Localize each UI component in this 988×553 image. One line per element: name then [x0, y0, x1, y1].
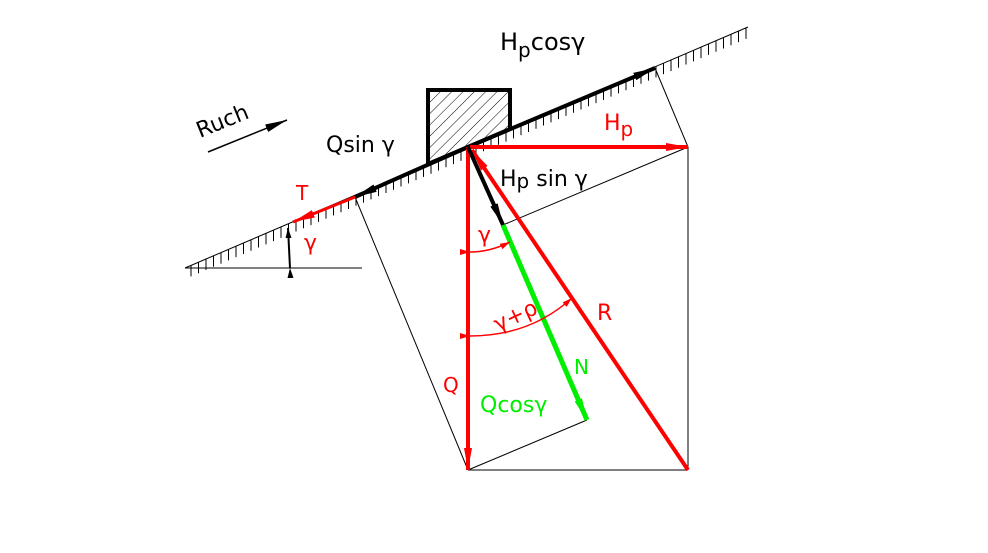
incline-angle-arrow [285, 227, 294, 279]
hp-cos-label: Hpcosγ [500, 28, 585, 62]
q-sin-vector [354, 145, 469, 199]
t-vector [292, 195, 356, 224]
gamma-arc [459, 241, 511, 256]
q-sin-label: Qsin γ [326, 133, 395, 158]
construction-lines [354, 67, 689, 471]
n-label: N [574, 355, 589, 379]
gamma-rho-arc [459, 297, 573, 340]
q-cos-label: Qcosγ [480, 393, 547, 418]
incline-gamma-label: γ [304, 231, 317, 256]
hp-label: Hp [604, 111, 633, 141]
gamma-rho-label: γ+ρ [490, 296, 542, 338]
hp-cos-vector [467, 66, 656, 149]
hp-sin-vector [466, 146, 505, 226]
hp-sin-label: Hp sin γ [500, 167, 588, 193]
q-label: Q [443, 373, 459, 397]
r-vector [470, 148, 690, 472]
motion-arrow [207, 119, 288, 153]
r-label: R [597, 301, 612, 326]
t-label: T [295, 181, 309, 205]
gamma-label: γ [478, 223, 491, 248]
